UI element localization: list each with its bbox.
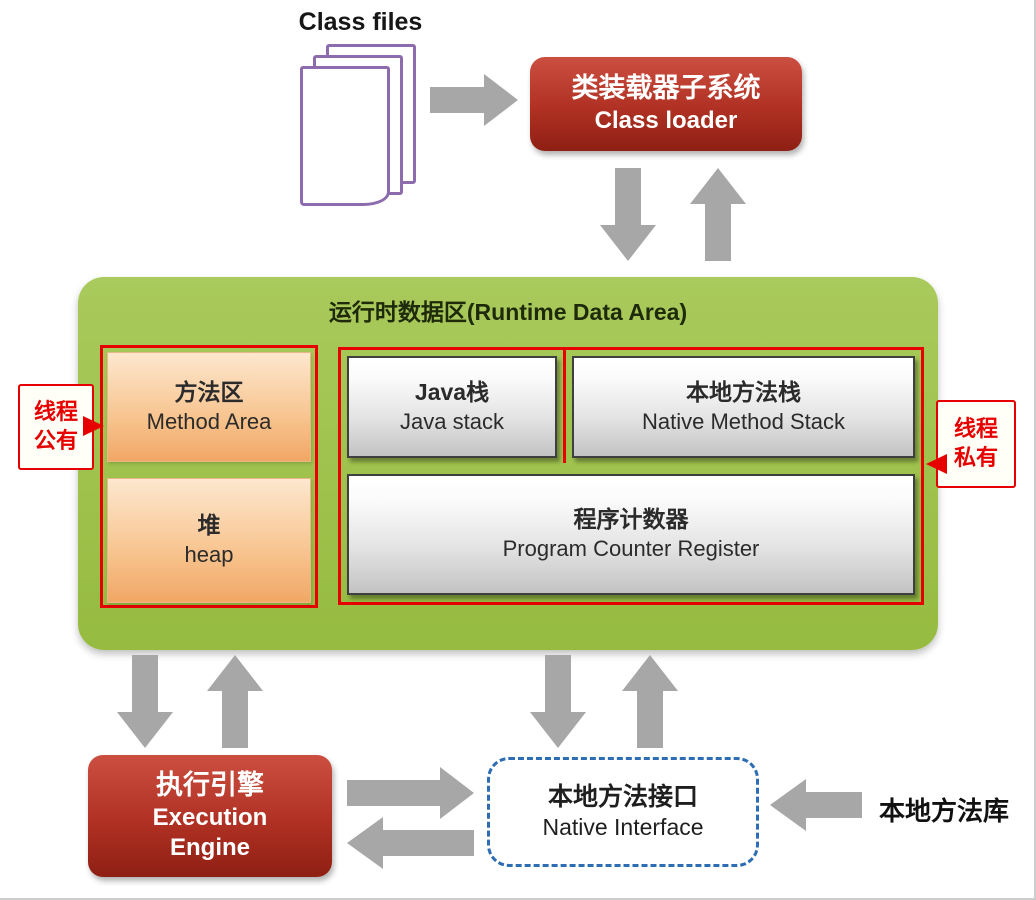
execution-engine-label-en1: Execution <box>152 803 268 831</box>
heap-label-en: heap <box>184 542 234 568</box>
heap-node: 堆 heap <box>107 478 311 603</box>
program-counter-label-en: Program Counter Register <box>502 536 760 562</box>
interface-to-runtime-arrow <box>622 655 678 748</box>
arrow-head <box>207 655 263 691</box>
native-method-stack-label-zh: 本地方法栈 <box>686 378 801 405</box>
native-method-stack-node: 本地方法栈 Native Method Stack <box>572 356 915 458</box>
class-files-label: Class files <box>298 8 423 36</box>
interface-to-engine-arrow <box>347 817 474 869</box>
arrow-head <box>484 74 518 126</box>
java-stack-label-zh: Java栈 <box>414 378 490 405</box>
library-to-interface-arrow <box>770 779 862 831</box>
runtime-data-area-panel: 运行时数据区(Runtime Data Area) 方法区 Method Are… <box>78 277 938 650</box>
arrow-shaft <box>545 655 571 714</box>
arrow-head <box>117 712 173 748</box>
document-page-front-icon <box>300 66 390 206</box>
class-loader-label-zh: 类装载器子系统 <box>571 73 761 104</box>
class-loader-node: 类装载器子系统 Class loader <box>530 57 802 151</box>
native-interface-label-zh: 本地方法接口 <box>547 782 698 811</box>
arrow-shaft <box>222 689 248 748</box>
thread-private-group: Java栈 Java stack 本地方法栈 Native Method Sta… <box>338 347 924 605</box>
arrow-shaft <box>132 655 158 714</box>
native-method-stack-label-en: Native Method Stack <box>642 408 845 434</box>
arrow-head <box>770 779 806 831</box>
class-loader-label-en: Class loader <box>594 106 738 134</box>
runtime-data-area-title: 运行时数据区(Runtime Data Area) <box>328 299 688 325</box>
callout-tail-icon <box>916 454 947 474</box>
method-area-node: 方法区 Method Area <box>107 352 311 462</box>
stack-divider-line <box>563 350 566 463</box>
arrow-shaft <box>430 87 486 113</box>
arrow-head <box>622 655 678 691</box>
execution-engine-node: 执行引擎 Execution Engine <box>88 755 332 877</box>
runtime-to-interface-arrow <box>530 655 586 748</box>
classfiles-to-loader-arrow <box>430 74 518 126</box>
arrow-head <box>690 168 746 204</box>
method-area-label-en: Method Area <box>146 408 272 434</box>
arrow-head <box>530 712 586 748</box>
execution-engine-label-zh: 执行引擎 <box>156 770 264 801</box>
arrow-head <box>347 817 383 869</box>
engine-to-runtime-arrow <box>207 655 263 748</box>
arrow-shaft <box>705 202 731 261</box>
engine-to-interface-arrow <box>347 767 474 819</box>
method-area-label-zh: 方法区 <box>174 378 244 405</box>
thread-private-callout-line1: 线程 <box>953 416 998 442</box>
program-counter-node: 程序计数器 Program Counter Register <box>347 474 915 595</box>
native-library-label: 本地方法库 <box>878 796 1009 826</box>
arrow-shaft <box>615 168 641 227</box>
thread-shared-group: 方法区 Method Area 堆 heap <box>100 345 318 608</box>
thread-private-callout-line2: 私有 <box>953 445 998 470</box>
class-files-icon <box>300 44 425 214</box>
runtime-to-loader-arrow <box>690 168 746 261</box>
callout-tail-icon <box>83 416 114 436</box>
arrow-shaft <box>347 780 442 806</box>
thread-shared-callout-line2: 公有 <box>33 428 78 453</box>
native-interface-node: 本地方法接口 Native Interface <box>487 757 759 867</box>
java-stack-node: Java栈 Java stack <box>347 356 557 458</box>
execution-engine-label-en2: Engine <box>169 833 250 861</box>
runtime-to-engine-arrow <box>117 655 173 748</box>
thread-shared-callout: 线程 公有 <box>18 384 104 470</box>
arrow-head <box>600 225 656 261</box>
arrow-head <box>440 767 474 819</box>
arrow-shaft <box>804 792 862 818</box>
loader-to-runtime-arrow <box>600 168 656 261</box>
thread-private-callout: 线程 私有 <box>926 400 1016 488</box>
program-counter-label-zh: 程序计数器 <box>573 506 689 533</box>
thread-shared-callout-line1: 线程 <box>33 399 78 425</box>
arrow-shaft <box>381 830 474 856</box>
native-interface-label-en: Native Interface <box>542 814 704 841</box>
java-stack-label-en: Java stack <box>400 408 504 434</box>
heap-label-zh: 堆 <box>197 512 221 539</box>
arrow-shaft <box>637 689 663 748</box>
